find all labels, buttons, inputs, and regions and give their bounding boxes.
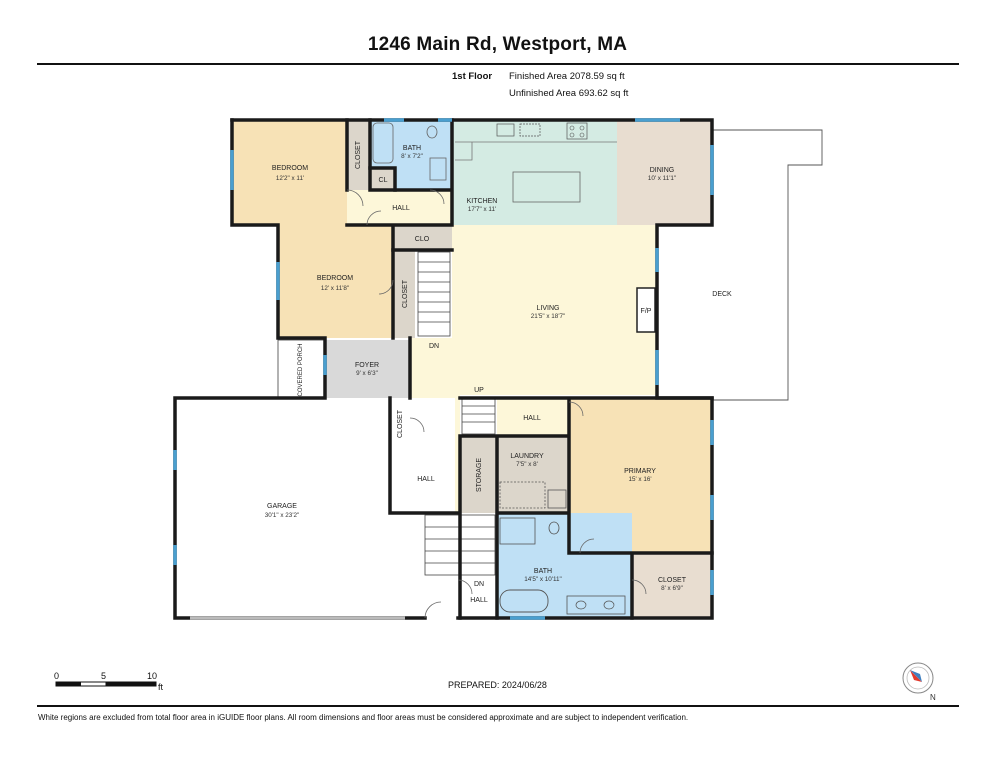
header-rule bbox=[37, 63, 959, 65]
label-bath1: BATH bbox=[403, 145, 421, 152]
scale-tick-0: 0 bbox=[54, 671, 60, 681]
dims-kitchen: 17'7" x 11' bbox=[468, 206, 496, 213]
kitchen-fill bbox=[452, 120, 617, 225]
tub-icon bbox=[372, 122, 394, 164]
label-cl: CL bbox=[379, 177, 388, 184]
scale-bar bbox=[55, 681, 157, 687]
garage-fill bbox=[175, 398, 455, 620]
stairs-main bbox=[417, 251, 451, 337]
label-closet2: CLOSET bbox=[402, 279, 409, 308]
label-up: UP bbox=[474, 387, 484, 394]
dims-bath2: 14'5" x 10'11" bbox=[524, 576, 562, 583]
closet1-fill bbox=[347, 120, 369, 190]
label-hall4: HALL bbox=[470, 597, 488, 604]
door-swings bbox=[346, 189, 647, 619]
utility-sink-icon bbox=[547, 489, 567, 509]
compass-label: N bbox=[930, 693, 936, 702]
hall1-fill bbox=[347, 190, 452, 225]
label-foyer: FOYER bbox=[355, 362, 379, 369]
dims-laundry: 7'5" x 8' bbox=[516, 461, 538, 468]
label-primary: PRIMARY bbox=[624, 468, 656, 475]
dims-bedroom2: 12' x 11'8" bbox=[321, 285, 349, 292]
label-closet3: CLOSET bbox=[397, 409, 404, 438]
clo-fill bbox=[393, 225, 452, 250]
label-dn1: DN bbox=[429, 343, 439, 350]
label-hall3: HALL bbox=[417, 476, 435, 483]
bath2-fill bbox=[497, 513, 632, 618]
label-dn2: DN bbox=[474, 581, 484, 588]
windows bbox=[173, 118, 714, 620]
fireplace-icon bbox=[636, 287, 656, 333]
cl-fill bbox=[370, 168, 395, 190]
footer-rule bbox=[37, 705, 959, 707]
label-kitchen: KITCHEN bbox=[467, 198, 498, 205]
label-covered-porch: COVERED PORCH bbox=[298, 343, 304, 396]
label-dining: DINING bbox=[650, 167, 675, 174]
deck-outline bbox=[712, 129, 823, 401]
dining-fill bbox=[617, 120, 712, 225]
kitchen-sink-icon bbox=[496, 123, 515, 137]
storage-fill bbox=[460, 436, 497, 513]
bathtub-icon bbox=[499, 589, 549, 613]
dims-foyer: 9' x 6'3" bbox=[356, 370, 378, 377]
living-fill bbox=[452, 225, 657, 395]
unfinished-area: Unfinished Area 693.62 sq ft bbox=[509, 88, 629, 99]
laundry-fill bbox=[497, 436, 569, 513]
bedroom2-fill bbox=[278, 225, 393, 338]
dims-closet4: 8' x 6'9" bbox=[661, 585, 683, 592]
plan-title: 1246 Main Rd, Westport, MA bbox=[367, 34, 628, 55]
footer-disclaimer: White regions are excluded from total fl… bbox=[38, 713, 689, 722]
label-living: LIVING bbox=[537, 305, 560, 312]
toilet2-icon bbox=[548, 521, 560, 535]
prepared-date: PREPARED: 2024/06/28 bbox=[448, 680, 547, 690]
scale-tick-10: 10 bbox=[147, 671, 158, 681]
label-garage: GARAGE bbox=[267, 503, 297, 510]
label-clo: CLO bbox=[415, 236, 430, 243]
label-bedroom1: BEDROOM bbox=[272, 165, 308, 172]
stairs-up bbox=[461, 397, 496, 435]
label-storage: STORAGE bbox=[476, 458, 483, 492]
label-hall1: HALL bbox=[392, 205, 410, 212]
label-closet1: CLOSET bbox=[355, 140, 362, 169]
kitchen-counter bbox=[455, 141, 617, 161]
compass-icon: N bbox=[902, 662, 936, 702]
vanity-icon bbox=[429, 157, 447, 181]
shower-icon bbox=[499, 517, 536, 545]
bedroom1-fill bbox=[232, 120, 347, 225]
dims-garage: 30'1" x 23'2" bbox=[265, 512, 300, 519]
range-icon bbox=[566, 122, 588, 140]
label-bath2: BATH bbox=[534, 568, 552, 575]
closet2-fill bbox=[393, 250, 415, 338]
label-laundry: LAUNDRY bbox=[510, 453, 544, 460]
dims-dining: 10' x 11'1" bbox=[648, 175, 676, 182]
washer-dryer-icon bbox=[499, 481, 546, 509]
kitchen-island bbox=[512, 171, 581, 203]
label-fp: F/P bbox=[641, 308, 652, 315]
finished-area: Finished Area 2078.59 sq ft bbox=[509, 71, 625, 82]
dims-living: 21'5" x 18'7" bbox=[531, 313, 566, 320]
label-closet4: CLOSET bbox=[658, 577, 687, 584]
double-vanity-icon bbox=[566, 595, 626, 615]
hall2-fill bbox=[497, 398, 569, 436]
scale-tick-5: 5 bbox=[101, 671, 107, 681]
dims-bath1: 8' x 7'2" bbox=[401, 153, 423, 160]
scale-unit: ft bbox=[158, 682, 164, 692]
label-bedroom2: BEDROOM bbox=[317, 275, 353, 282]
label-deck: DECK bbox=[712, 291, 732, 298]
dims-primary: 15' x 16' bbox=[628, 476, 651, 483]
dims-bedroom1: 12'2" x 11' bbox=[276, 175, 304, 182]
floor-label: 1st Floor bbox=[452, 71, 493, 82]
closet4-fill bbox=[632, 553, 712, 618]
foyer-fill bbox=[325, 340, 410, 398]
covered-porch-outline bbox=[277, 339, 326, 399]
label-hall2: HALL bbox=[523, 415, 541, 422]
toilet-icon bbox=[426, 125, 438, 139]
